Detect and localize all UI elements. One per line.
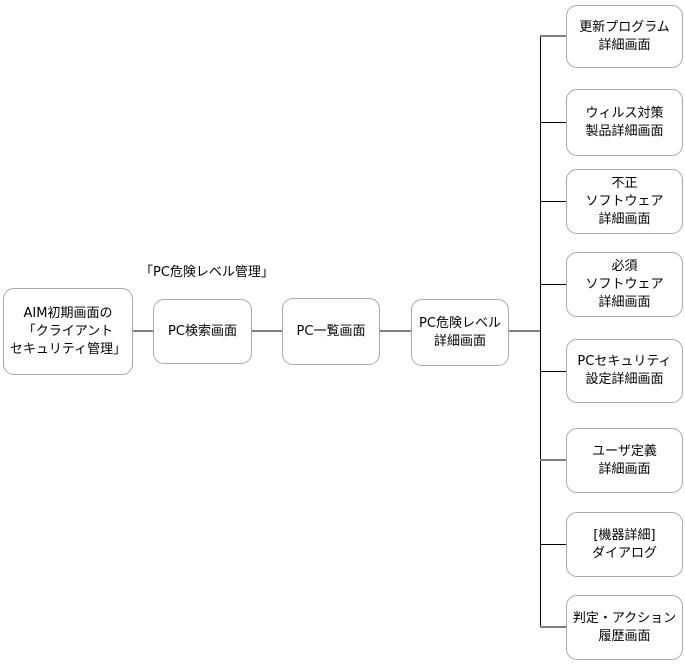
flow-box-user-definition-detail: ユーザ定義 詳細画面 (566, 428, 683, 493)
branch-stub-required-software (540, 284, 566, 285)
branch-stub-pc-security-settings (540, 371, 566, 372)
flow-box-pc-security-settings-detail: PCセキュリティ 設定詳細画面 (566, 339, 683, 403)
flow-box-pc-list: PC一覧画面 (282, 298, 380, 365)
connector-risk-detail-to-trunk (509, 330, 541, 332)
connector-list-to-risk-detail (380, 330, 411, 332)
flow-box-antivirus-product-detail: ウィルス対策 製品詳細画面 (566, 89, 683, 156)
flow-box-required-software-detail: 必須 ソフトウェア 詳細画面 (566, 252, 683, 317)
section-label: 「PC危険レベル管理」 (140, 265, 274, 280)
branch-stub-antivirus-product (540, 122, 566, 123)
flow-box-unauthorized-software-detail: 不正 ソフトウェア 詳細画面 (566, 169, 683, 234)
flow-box-aim-initial: AIM初期画面の 「クライアント セキュリティ管理」 (3, 288, 133, 375)
connector-aim-to-search (133, 330, 153, 332)
branch-stub-judgment-action (540, 626, 566, 628)
flow-box-pc-risk-level-detail: PC危険レベル 詳細画面 (411, 299, 509, 366)
flow-box-judgment-action-history: 判定・アクション 履歴画面 (566, 595, 683, 660)
branch-stub-unauthorized-software (540, 201, 566, 202)
branch-trunk-line (540, 36, 541, 628)
branch-stub-update-program (540, 35, 566, 37)
connector-search-to-list (252, 330, 282, 332)
branch-stub-user-definition (540, 459, 566, 461)
flow-box-device-detail-dialog: [機器詳細] ダイアログ (566, 512, 683, 577)
branch-stub-device-detail (540, 544, 566, 545)
flow-box-pc-search: PC検索画面 (153, 299, 252, 364)
flow-box-update-program-detail: 更新プログラム 詳細画面 (566, 5, 683, 68)
